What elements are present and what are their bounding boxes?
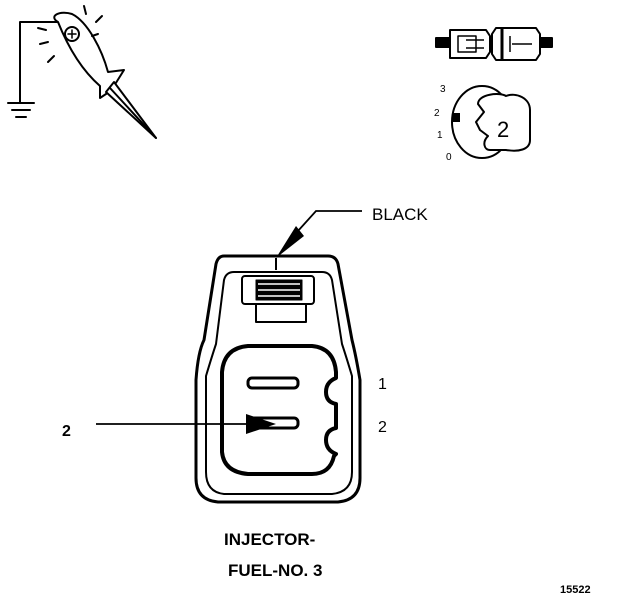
connector-face [194, 254, 362, 504]
key-position-0: 0 [446, 152, 452, 163]
connector-title-line1: INJECTOR- [224, 530, 316, 549]
key-position-2: 2 [434, 108, 440, 119]
key-position-1: 1 [437, 130, 443, 141]
pin-callout-leader [96, 414, 276, 434]
key-number-label: 2 [497, 117, 510, 142]
test-light-probe-icon [19, 5, 157, 139]
pin-1-label: 1 [378, 376, 387, 393]
pin-callout-label: 2 [62, 423, 71, 440]
ground-symbol-icon [7, 102, 35, 118]
connector-title-line2: FUEL-NO. 3 [228, 561, 323, 580]
pin-2-label: 2 [378, 419, 387, 436]
wire-color-leader [275, 210, 362, 270]
disconnected-connector-icon [435, 27, 553, 61]
ignition-key-icon [451, 85, 531, 159]
figure-number: 15522 [560, 584, 591, 596]
key-position-3: 3 [440, 84, 446, 95]
wire-color-label: BLACK [372, 205, 428, 224]
